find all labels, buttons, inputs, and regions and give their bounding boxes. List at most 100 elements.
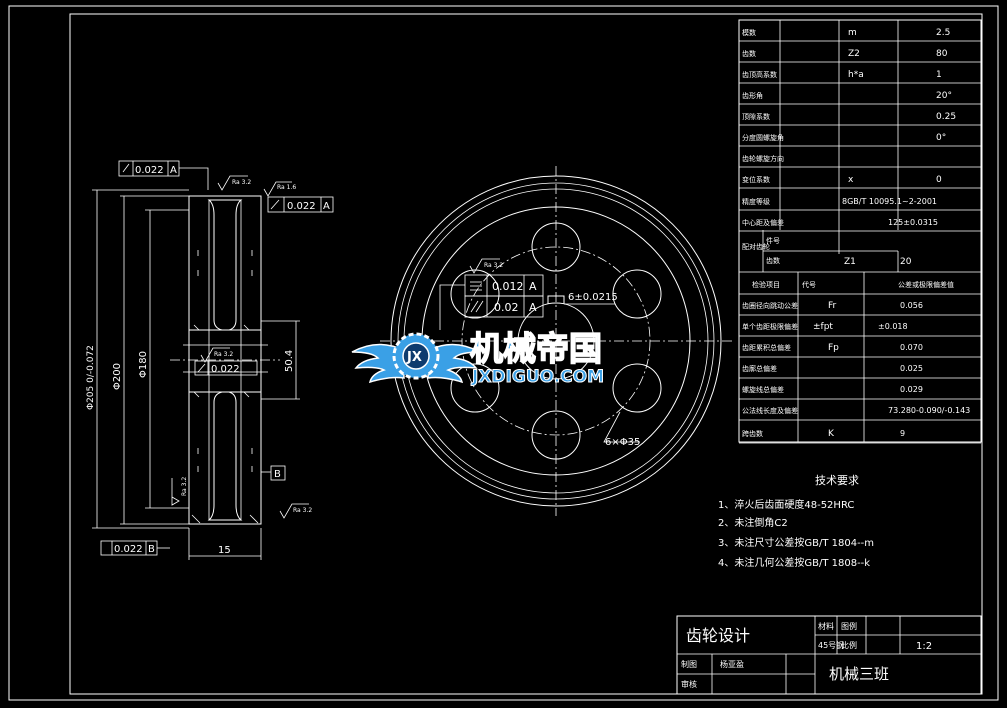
param-label: 齿形角 [742,91,763,100]
inspection-row-symbol: K [828,429,835,439]
param-label: 分度圆螺旋角 [742,133,784,142]
side-rough-top1: Ra 3.2 [232,179,251,186]
side-rough-left: Ra 3.2 [181,477,188,496]
mating-label: 配对齿轮 [742,242,770,251]
param-label: 精度等级 [742,197,770,206]
side-tol-bore: 0.022 [211,364,240,375]
inspection-row-value: 0.070 [900,343,923,352]
title-drawing-no-label: 图例 [841,621,857,631]
tech-req-item: 3、未注尺寸公差按GB/T 1804--m [718,536,874,549]
inner-frame [69,13,983,695]
inspection-row-value: 0.029 [900,385,923,394]
inspection-row-label: 跨齿数 [742,429,763,438]
param-symbol: m [848,28,857,38]
logo-wing-left [351,343,405,384]
inspection-row-symbol: ±fpt [813,322,833,332]
inspection-code: 代号 [802,280,816,289]
param-label: 中心距及偏差 [742,218,784,227]
inspection-row-value: 9 [900,429,905,438]
inspection-row-label: 齿圈径向跳动公差 [742,301,798,310]
mating-value: 20 [900,257,912,267]
front-holes: 6×Φ35 [605,437,640,448]
inspection-row-value: 0.056 [900,301,923,310]
side-tol-top: 0.022 [135,165,164,176]
title-material: 45号钢 [818,640,844,650]
title-class-name: 机械三班 [829,665,889,683]
title-review-label: 审核 [681,679,697,689]
front-parallel-tol: 0.02 [494,301,519,314]
inspection-row-label: 螺旋线总偏差 [742,385,784,394]
gear-section-view [92,160,334,560]
logo-wing-right [427,343,481,384]
title-drawn-label: 制图 [681,659,697,669]
tech-req-title: 技术要求 [815,474,859,487]
side-dim-180: Φ180 [138,351,149,378]
tech-req-item: 4、未注几何公差按GB/T 1808--k [718,556,870,569]
param-label: 模数 [742,28,756,37]
param-value: 0 [936,175,942,185]
inspection-row-value: 0.025 [900,364,923,373]
side-dim-od: Φ205 0/-0.072 [86,345,96,410]
side-tol-hub: 0.022 [287,201,316,212]
inspection-label: 检验项目 [752,280,780,289]
front-flatness-tol: 0.012 [492,280,524,293]
param-value: 8GB/T 10095.1~2-2001 [842,197,937,206]
tech-req-item: 2、未注倒角C2 [718,516,788,529]
tech-req-item: 1、淬火后齿面硬度48-52HRC [718,498,854,511]
title-scale: 1:2 [916,641,932,652]
inspection-row-label: 齿廓总偏差 [742,364,777,373]
param-value: 125±0.0315 [888,218,938,227]
title-drawn-name: 杨亚盈 [720,659,744,669]
tech-requirements: 技术要求 1、淬火后齿面硬度48-52HRC 2、未注倒角C2 3、未注尺寸公差… [718,474,874,569]
side-datum-b: B [274,469,281,480]
param-label: 齿轮螺旋方向 [742,154,784,163]
inspection-row-symbol: Fp [828,343,839,353]
side-rough-bore: Ra 3.2 [214,351,233,358]
param-symbol: Z2 [848,49,860,59]
param-label: 顶隙系数 [742,112,770,121]
side-datum-hub: A [323,201,330,212]
side-dim-width: 15 [218,545,231,556]
watermark-cn: 机械帝国 [470,329,602,368]
param-label: 变位系数 [742,175,770,184]
watermark-logo: JX [351,332,481,384]
inspection-row-value: ±0.018 [878,322,908,331]
param-symbol: h*a [848,70,864,80]
side-rough-top2: Ra 1.6 [277,184,296,191]
inspection-row-label: 齿距累积总偏差 [742,343,791,352]
front-parallel-datum: A [529,301,537,314]
param-value: 1 [936,70,942,80]
front-flatness-datum: A [529,280,537,293]
inspection-value-header: 公差或极限偏差值 [898,280,954,289]
outer-frame [8,5,999,701]
side-tol-bottom: 0.022 [114,544,143,555]
title-scale-label: 比例 [841,640,857,650]
logo-gear-glyph: JX [406,350,422,365]
inspection-row-label: 公法线长度及偏差 [742,406,798,415]
param-value: 80 [936,49,948,59]
watermark-en: JXDIGUO.COM [471,367,604,387]
side-dim-bore: 50.4 [284,350,295,372]
front-rough: Ra 3.2 [484,262,503,269]
side-dim-200: Φ200 [112,363,123,390]
side-datum-bottom: B [148,544,155,555]
param-value: 2.5 [936,28,950,38]
mating-sub2: 齿数 [766,256,780,265]
inspection-row-label: 单个齿距极限偏差 [742,322,798,331]
side-datum-top: A [170,165,177,176]
param-label: 齿数 [742,49,756,58]
param-value: 0.25 [936,112,956,122]
param-value: 0° [936,133,946,143]
inspection-row-symbol: Fr [828,301,837,311]
title-material-label: 材料 [818,621,834,631]
mating-symbol: Z1 [844,257,856,267]
side-rough-bottom: Ra 3.2 [293,507,312,514]
logo-gear-inner [402,342,430,370]
mating-sub1: 件号 [766,236,780,245]
inspection-row-value: 73.280-0.090/-0.143 [888,406,970,415]
param-value: 20° [936,91,952,101]
param-label: 齿顶高系数 [742,70,777,79]
title-design-name: 齿轮设计 [686,626,750,645]
param-symbol: x [848,175,854,185]
